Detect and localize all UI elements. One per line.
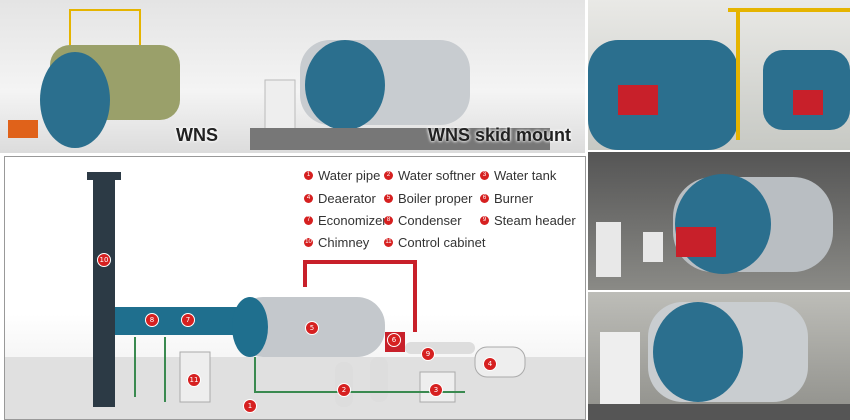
legend-item: 9 Steam header	[480, 213, 576, 228]
legend-item: 10 Chimney	[304, 235, 369, 250]
label-wns: WNS	[176, 125, 218, 145]
boiler-illustrations	[8, 9, 550, 150]
marker-water-tank: 3	[429, 383, 443, 397]
legend-number: 5	[384, 194, 393, 203]
legend-item: 2 Water softner	[384, 168, 476, 183]
legend-label: Condenser	[398, 213, 462, 228]
legend-number: 6	[480, 194, 489, 203]
marker-water-softner: 2	[337, 383, 351, 397]
legend-label: Chimney	[318, 235, 370, 250]
marker-economizer: 7	[181, 313, 195, 327]
photo-installed-boilers	[588, 0, 850, 150]
legend-number: 7	[304, 216, 313, 225]
legend-number: 1	[304, 171, 313, 180]
marker-deaerator: 4	[483, 357, 497, 371]
legend-item: 11 Control cabinet	[384, 235, 485, 250]
legend-number: 8	[384, 216, 393, 225]
legend-item: 1 Water pipe	[304, 168, 380, 183]
legend-item: 4 Deaerator	[304, 191, 376, 206]
photo-skid-mount-boiler	[588, 292, 850, 420]
marker-steam-header: 9	[421, 347, 435, 361]
legend-number: 3	[480, 171, 489, 180]
legend-item: 7 Economizer	[304, 213, 387, 228]
legend-item: 6 Burner	[480, 191, 533, 206]
legend-label: Water tank	[494, 168, 557, 183]
legend-number: 10	[304, 238, 313, 247]
marker-burner: 6	[387, 333, 401, 347]
legend-item: 3 Water tank	[480, 168, 556, 183]
legend-label: Economizer	[318, 213, 387, 228]
legend-label: Boiler proper	[398, 191, 473, 206]
product-photos-banner: WNS WNS skid mount	[0, 0, 585, 153]
legend-label: Water pipe	[318, 168, 381, 183]
legend-item: 5 Boiler proper	[384, 191, 472, 206]
legend-number: 9	[480, 216, 489, 225]
legend-number: 2	[384, 171, 393, 180]
marker-control-cabinet: 11	[187, 373, 201, 387]
legend-number: 4	[304, 194, 313, 203]
legend-item: 8 Condenser	[384, 213, 462, 228]
marker-boiler-proper: 5	[305, 321, 319, 335]
legend-label: Burner	[494, 191, 534, 206]
legend-label: Water softner	[398, 168, 476, 183]
legend-label: Control cabinet	[398, 235, 486, 250]
marker-chimney: 10	[97, 253, 111, 267]
photo-boiler-room	[588, 152, 850, 290]
label-wns-skid-mount: WNS skid mount	[428, 125, 571, 145]
legend-label: Steam header	[494, 213, 576, 228]
legend-label: Deaerator	[318, 191, 376, 206]
legend-number: 11	[384, 238, 393, 247]
marker-condenser: 8	[145, 313, 159, 327]
marker-water-pipe: 1	[243, 399, 257, 413]
